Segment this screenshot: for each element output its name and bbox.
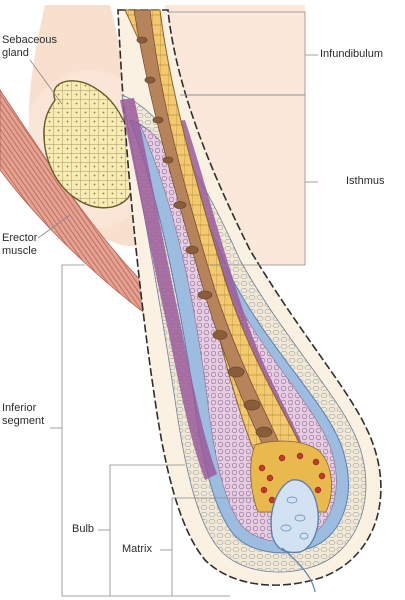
label-inferior-line1: Inferior xyxy=(2,402,37,414)
label-brackets xyxy=(29,11,318,597)
label-sebaceous-line2: gland xyxy=(2,47,29,59)
label-erector-line1: Erector xyxy=(2,232,38,244)
label-isthmus: Isthmus xyxy=(346,175,385,187)
label-sebaceous-line1: Sebaceous xyxy=(2,34,58,46)
label-infundibulum: Infundibulum xyxy=(320,48,383,60)
label-inferior-line2: segment xyxy=(2,415,45,427)
label-matrix: Matrix xyxy=(122,543,152,555)
label-erector-muscle: Erector muscle xyxy=(2,232,37,258)
label-erector-line2: muscle xyxy=(2,245,37,257)
label-inferior-segment: Inferior segment xyxy=(2,402,44,428)
sebaceous-gland xyxy=(43,80,137,209)
label-bulb: Bulb xyxy=(72,523,95,535)
label-sebaceous-gland: Sebaceous gland xyxy=(2,34,57,60)
hair-follicle xyxy=(117,9,382,593)
